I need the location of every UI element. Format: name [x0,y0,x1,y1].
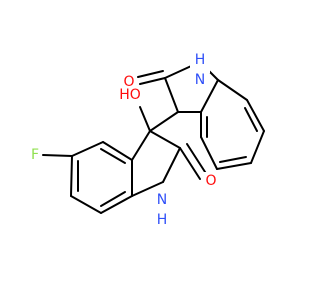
hydroxyl-label: HO [119,87,141,103]
bond [100,195,133,214]
bond [186,143,208,176]
bond [102,141,133,161]
fluorine-label: F [31,147,39,163]
upper-nh-h-label: H [195,52,206,68]
bond [131,130,151,161]
bond [164,77,179,113]
bond [139,77,166,85]
upper-nh-label: N [195,72,205,88]
bond [200,136,218,170]
bond [200,79,219,113]
bond [137,70,164,78]
bond [217,79,248,101]
molecule-structure: H N O HO F O N H [26,52,265,230]
bond [219,156,247,163]
bond [100,191,126,207]
atom-labels: H N O HO F O N H [26,52,219,230]
bond [70,155,73,197]
bond [244,107,258,132]
bond [216,162,252,170]
lower-nh-label: N [157,192,167,208]
bond [42,154,73,157]
lower-carbonyl-oxygen-label: O [205,173,216,189]
bond [149,130,181,149]
bond [100,148,126,164]
bond [131,181,164,197]
bond [246,99,265,132]
lower-nh-h-label: H [157,212,168,228]
bond [139,106,151,132]
upper-carbonyl-oxygen-label: O [123,74,134,90]
bond [179,147,201,180]
bond [71,141,104,157]
bond [149,111,179,132]
bond [70,195,102,214]
bond [162,147,181,183]
bond [250,130,265,164]
bond-lines [42,61,265,214]
